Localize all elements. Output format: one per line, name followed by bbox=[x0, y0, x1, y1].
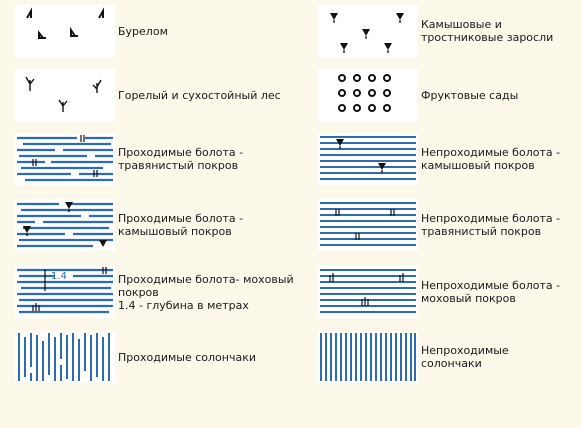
legend-label: Проходимые болота - травянистый покров bbox=[118, 146, 244, 172]
legend-label: Бурелом bbox=[118, 24, 168, 38]
reed-thicket-icon bbox=[318, 5, 418, 57]
legend-item-orchard: Фруктовые сады bbox=[318, 69, 518, 121]
legend-label: Камышовые и тростниковые заросли bbox=[421, 18, 554, 44]
legend-label: Непроходимые солончаки bbox=[421, 344, 509, 370]
passable-salt-marsh-icon bbox=[15, 331, 115, 383]
impassable-swamp-grass-icon bbox=[318, 199, 418, 251]
passable-swamp-moss-icon: 1.4 bbox=[15, 266, 115, 318]
passable-swamp-grass-icon bbox=[15, 133, 115, 185]
legend-item-passable-swamp-grass: Проходимые болота - травянистый покров bbox=[15, 133, 243, 185]
legend-label: Фруктовые сады bbox=[421, 88, 519, 102]
windfall-icon bbox=[15, 5, 115, 57]
legend-item-impassable-swamp-moss: Непроходимые болота - моховый покров bbox=[318, 266, 560, 318]
legend-item-impassable-swamp-grass: Непроходимые болота - травянистый покров bbox=[318, 199, 560, 251]
legend-item-windfall: Бурелом bbox=[15, 5, 168, 57]
legend-item-impassable-salt-marsh: Непроходимые солончаки bbox=[318, 331, 509, 383]
legend-label: Проходимые болота - камышовый покров bbox=[118, 212, 244, 238]
orchard-icon bbox=[318, 69, 418, 121]
legend-item-reed-thicket: Камышовые и тростниковые заросли bbox=[318, 5, 553, 57]
legend-label: Непроходимые болота - моховый покров bbox=[421, 279, 561, 305]
impassable-swamp-reed-icon bbox=[318, 133, 418, 185]
legend-label: Горелый и сухостойный лес bbox=[118, 88, 281, 102]
passable-swamp-reed-icon bbox=[15, 199, 115, 251]
legend-label: Проходимые болота- моховый покров 1.4 - … bbox=[118, 272, 294, 312]
legend-item-burnt-forest: Горелый и сухостойный лес bbox=[15, 69, 281, 121]
legend-item-passable-swamp-reed: Проходимые болота - камышовый покров bbox=[15, 199, 243, 251]
legend-label: Непроходимые болота - камышовый покров bbox=[421, 146, 561, 172]
impassable-swamp-moss-icon bbox=[318, 266, 418, 318]
depth-mark: 1.4 bbox=[51, 271, 67, 282]
impassable-salt-marsh-icon bbox=[318, 331, 418, 383]
legend-label: Проходимые солончаки bbox=[118, 350, 256, 364]
legend-item-impassable-swamp-reed: Непроходимые болота - камышовый покров bbox=[318, 133, 560, 185]
legend-item-passable-swamp-moss: 1.4 Проходимые болота- моховый покров 1.… bbox=[15, 266, 294, 318]
burnt-forest-icon bbox=[15, 69, 115, 121]
legend-item-passable-salt-marsh: Проходимые солончаки bbox=[15, 331, 256, 383]
legend-label: Непроходимые болота - травянистый покров bbox=[421, 212, 561, 238]
